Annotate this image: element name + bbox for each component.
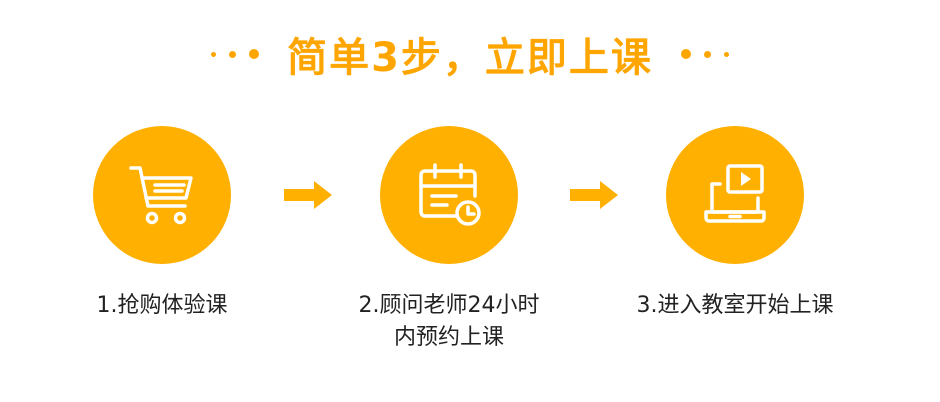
page-title: 简单3步，立即上课 <box>287 35 653 81</box>
dot-icon <box>680 49 691 59</box>
dot-icon <box>703 50 711 58</box>
step-label-line: 2.顾问老师24小时 <box>358 293 540 318</box>
step-1-label: 1.抢购体验课 <box>32 290 292 322</box>
step-label-line: 3.进入教室开始上课 <box>636 293 834 318</box>
arrow-right-icon <box>284 181 332 209</box>
step-3-circle <box>666 126 804 264</box>
dot-icon <box>249 49 260 59</box>
shopping-cart-icon <box>129 166 193 225</box>
step-label-line: 内预约上课 <box>393 325 504 350</box>
dot-icon <box>723 51 729 57</box>
step-2-circle <box>380 126 518 264</box>
step-2-label: 2.顾问老师24小时 内预约上课 <box>319 290 579 354</box>
dot-icon <box>229 50 237 58</box>
arrow-right-icon <box>570 181 618 209</box>
header: 简单3步，立即上课 <box>0 26 940 82</box>
decorative-dots-right <box>680 49 729 59</box>
laptop-video-icon <box>704 164 766 223</box>
step-3-label: 3.进入教室开始上课 <box>605 290 865 322</box>
step-1-circle <box>93 126 231 264</box>
step-label-line: 1.抢购体验课 <box>96 293 228 318</box>
decorative-dots-left <box>211 49 260 59</box>
dot-icon <box>211 51 217 57</box>
calendar-clock-icon <box>419 163 481 226</box>
